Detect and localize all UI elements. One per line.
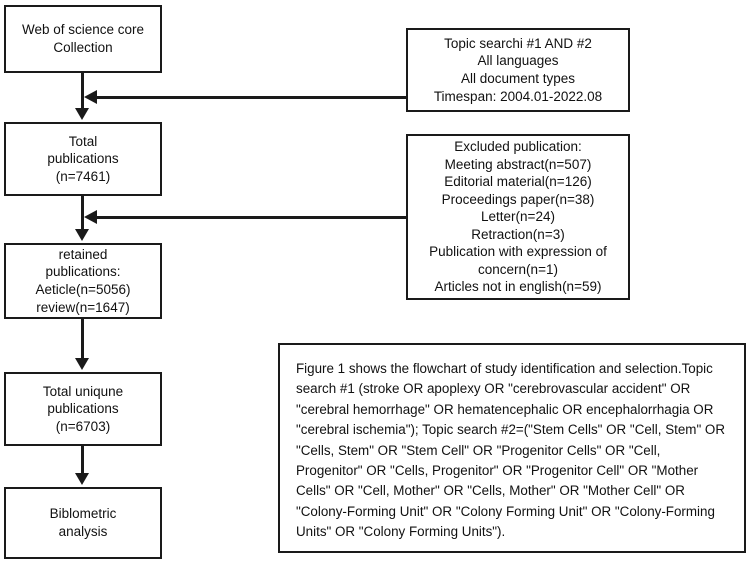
flow-node-label: retained publications: Aeticle(n=5056) r… bbox=[35, 246, 131, 315]
figure-caption-box: Figure 1 shows the flowchart of study id… bbox=[278, 343, 746, 553]
connector-topic-search-to-flow-arrowhead-icon bbox=[84, 90, 97, 104]
connector-excluded-to-flow-line bbox=[96, 216, 406, 219]
flow-node-label: Web of science core Collection bbox=[21, 22, 145, 55]
flow-node-label: Biblometric analysis bbox=[49, 506, 117, 539]
flow-node-total-publications: Total publications (n=7461) bbox=[4, 122, 162, 196]
connector-unique-to-bibliometric-arrowhead-icon bbox=[75, 473, 89, 485]
connector-topic-search-to-flow-line bbox=[96, 96, 406, 99]
annotation-node-label: Topic searchi #1 AND #2 All languages Al… bbox=[433, 35, 603, 104]
connector-unique-to-bibliometric-line bbox=[81, 446, 84, 475]
connector-total-to-retained-arrowhead-icon bbox=[75, 229, 89, 241]
connector-source-to-total-arrowhead-icon bbox=[75, 108, 89, 120]
connector-excluded-to-flow-arrowhead-icon bbox=[84, 210, 97, 224]
connector-source-to-total-line bbox=[81, 73, 84, 110]
flow-node-label: Total uniqune publications (n=6703) bbox=[42, 383, 124, 434]
figure-caption-text: Figure 1 shows the flowchart of study id… bbox=[296, 361, 726, 539]
flow-node-web-of-science-core-collection: Web of science core Collection bbox=[4, 5, 162, 73]
flow-node-label: Total publications (n=7461) bbox=[47, 133, 119, 184]
annotation-node-label: Excluded publication: Meeting abstract(n… bbox=[429, 139, 607, 295]
connector-total-to-retained-line bbox=[81, 196, 84, 231]
connector-retained-to-unique-line bbox=[81, 319, 84, 360]
connector-retained-to-unique-arrowhead-icon bbox=[75, 358, 89, 370]
annotation-node-excluded-publication: Excluded publication: Meeting abstract(n… bbox=[406, 134, 630, 300]
flow-node-bibliometric-analysis: Biblometric analysis bbox=[4, 487, 162, 559]
flow-node-total-unique-publications: Total uniqune publications (n=6703) bbox=[4, 372, 162, 446]
annotation-node-topic-search: Topic searchi #1 AND #2 All languages Al… bbox=[406, 28, 630, 112]
flow-node-retained-publications: retained publications: Aeticle(n=5056) r… bbox=[4, 243, 162, 319]
